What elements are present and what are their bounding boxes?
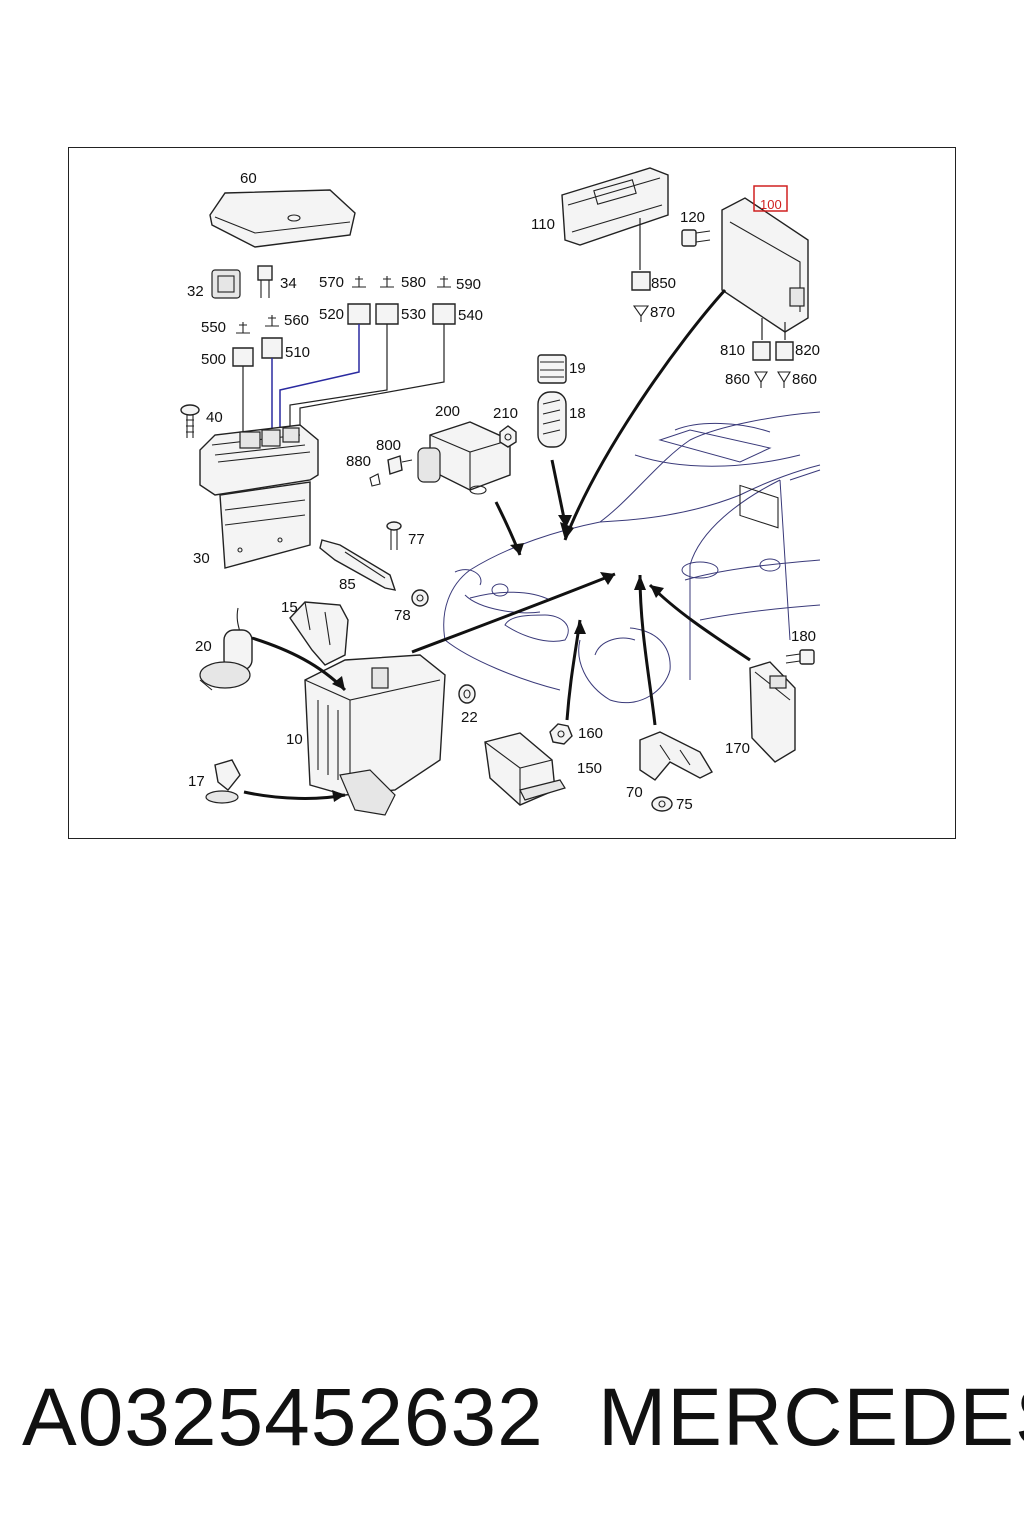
part-70-bracket bbox=[639, 731, 713, 781]
part-34-fuse bbox=[257, 265, 273, 298]
part-labels: 60 32 34 550 560 500 510 570 580 590 520… bbox=[187, 170, 820, 813]
label-500: 500 bbox=[201, 351, 226, 368]
part-110-control-unit bbox=[561, 167, 669, 246]
label-180: 180 bbox=[791, 628, 816, 645]
label-530: 530 bbox=[401, 306, 426, 323]
label-75: 75 bbox=[676, 796, 693, 813]
label-850: 850 bbox=[651, 275, 676, 292]
terminal-symbols bbox=[232, 276, 456, 367]
terminals-810-860 bbox=[752, 341, 794, 388]
part-880-terminal bbox=[369, 473, 381, 487]
part-100-module bbox=[721, 197, 809, 529]
label-800: 800 bbox=[376, 437, 401, 454]
label-510: 510 bbox=[285, 344, 310, 361]
connector-leaders bbox=[242, 324, 445, 440]
label-22: 22 bbox=[461, 709, 478, 726]
label-34: 34 bbox=[280, 275, 297, 292]
part-77-screw bbox=[386, 521, 402, 550]
label-120: 120 bbox=[680, 209, 705, 226]
label-820: 820 bbox=[795, 342, 820, 359]
part-32-relay bbox=[211, 269, 241, 299]
label-20: 20 bbox=[195, 638, 212, 655]
label-170: 170 bbox=[725, 740, 750, 757]
label-40: 40 bbox=[206, 409, 223, 426]
brand-text: MERCEDES bbox=[598, 1372, 1024, 1463]
part-85-bracket bbox=[319, 539, 397, 591]
label-860-left: 860 bbox=[725, 371, 750, 388]
pointer-arrows bbox=[243, 288, 751, 802]
label-210: 210 bbox=[493, 405, 518, 422]
highlight-box-100 bbox=[753, 185, 788, 212]
label-860-right: 860 bbox=[792, 371, 817, 388]
label-110: 110 bbox=[531, 216, 555, 233]
part-15-holder bbox=[289, 601, 349, 666]
label-570: 570 bbox=[319, 274, 344, 291]
label-870: 870 bbox=[650, 304, 675, 321]
part-78-nut bbox=[411, 589, 429, 607]
label-30: 30 bbox=[193, 550, 210, 567]
part-17-nozzle bbox=[205, 759, 241, 804]
label-550: 550 bbox=[201, 319, 226, 336]
label-19: 19 bbox=[569, 360, 586, 377]
part-60-cover bbox=[209, 189, 356, 248]
label-60: 60 bbox=[240, 170, 257, 187]
terminals-850-870 bbox=[631, 271, 651, 322]
label-78: 78 bbox=[394, 607, 411, 624]
label-85: 85 bbox=[339, 576, 356, 593]
part-number-text: A0325452632 bbox=[22, 1372, 544, 1463]
label-17: 17 bbox=[188, 773, 205, 790]
part-160-nut bbox=[549, 723, 573, 745]
part-30-fuse-box bbox=[199, 424, 319, 569]
label-160: 160 bbox=[578, 725, 603, 742]
part-75-clip bbox=[651, 796, 673, 812]
part-150-cover bbox=[484, 732, 566, 806]
part-40-screw bbox=[180, 404, 200, 438]
label-880: 880 bbox=[346, 453, 371, 470]
part-170-module bbox=[749, 661, 796, 763]
label-540: 540 bbox=[458, 307, 483, 324]
label-10: 10 bbox=[286, 731, 303, 748]
label-18: 18 bbox=[569, 405, 586, 422]
label-100-highlighted: 100 bbox=[760, 197, 782, 212]
part-210-nut bbox=[499, 425, 517, 448]
label-520: 520 bbox=[319, 306, 344, 323]
label-150: 150 bbox=[577, 760, 602, 777]
label-590: 590 bbox=[456, 276, 481, 293]
part-22-grommet bbox=[458, 684, 476, 704]
label-32: 32 bbox=[187, 283, 204, 300]
part-180-screw bbox=[785, 649, 815, 665]
part-20-pump bbox=[199, 607, 253, 691]
part-18-seal bbox=[537, 391, 567, 448]
label-70: 70 bbox=[626, 784, 643, 801]
label-77: 77 bbox=[408, 531, 425, 548]
label-560: 560 bbox=[284, 312, 309, 329]
part-200-sensor bbox=[417, 421, 511, 495]
part-10-reservoir bbox=[304, 654, 446, 816]
part-800-connector bbox=[387, 455, 413, 475]
part-19-clip bbox=[537, 354, 567, 384]
leader-100 bbox=[761, 318, 786, 340]
label-810: 810 bbox=[720, 342, 745, 359]
car-outline bbox=[443, 411, 821, 704]
label-200: 200 bbox=[435, 403, 460, 420]
label-580: 580 bbox=[401, 274, 426, 291]
part-120-bolt bbox=[681, 229, 711, 247]
label-15: 15 bbox=[281, 599, 298, 616]
